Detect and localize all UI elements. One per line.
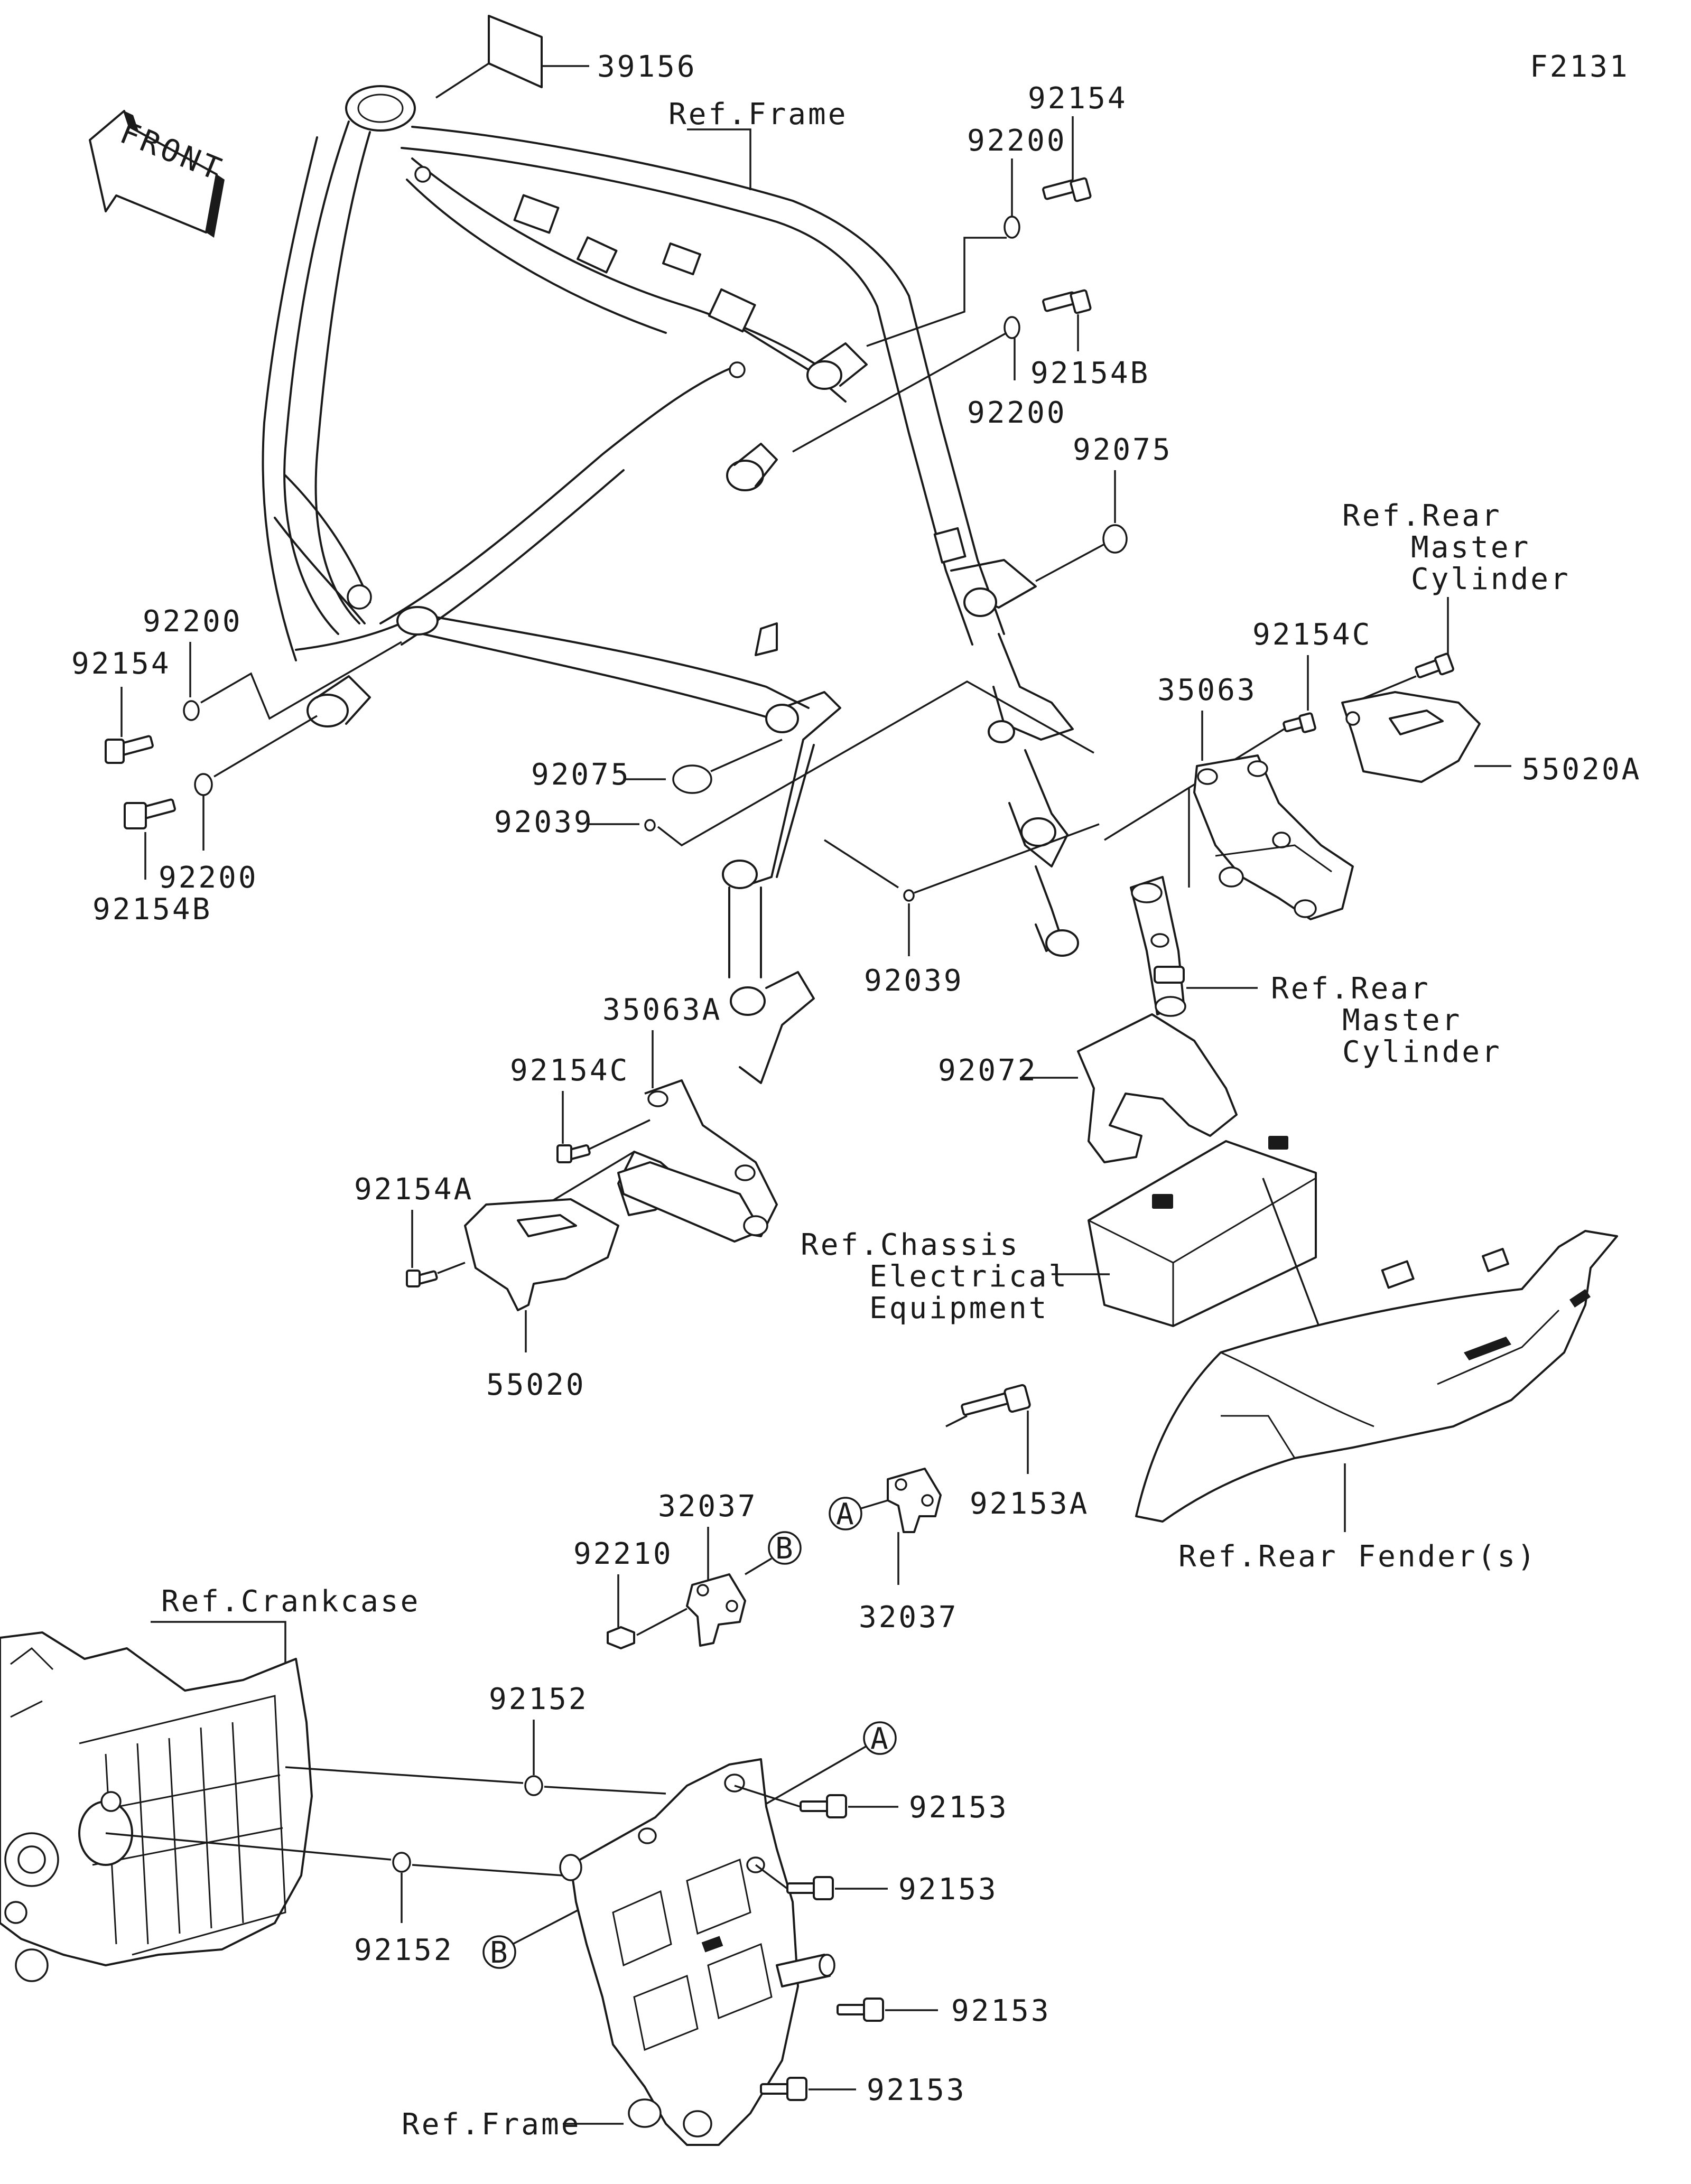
label-92153-2: 92153: [898, 1872, 998, 1907]
crankcase-drawing: [0, 1631, 313, 1982]
svg-text:A: A: [836, 1497, 856, 1532]
label-ref-chassis-3: Equipment: [869, 1291, 1048, 1326]
svg-text:B: B: [775, 1532, 795, 1566]
label-92153-1: 92153: [909, 1790, 1009, 1825]
label-92200-mid: 92200: [967, 396, 1067, 430]
label-92154B-top: 92154B: [1030, 356, 1150, 390]
label-ref-rear-master-top-2: Master: [1411, 530, 1530, 565]
figure-code: F2131: [1530, 50, 1630, 84]
label-35063A: 35063A: [602, 993, 722, 1027]
rear-fender: [1135, 1230, 1618, 1523]
label-92154B-left: 92154B: [92, 892, 212, 927]
nut-92210: [607, 1626, 635, 1649]
plate-55020: [464, 1198, 619, 1311]
label-ref-rear-master-top-1: Ref.Rear: [1342, 499, 1502, 533]
svg-text:A: A: [870, 1722, 890, 1756]
label-92039-mid: 92039: [864, 964, 964, 998]
label-ref-rear-master-bot-3: Cylinder: [1342, 1035, 1502, 1069]
label-92152-bot: 92152: [354, 1933, 454, 1967]
label-35063: 35063: [1157, 673, 1257, 707]
marker-A-top: A: [829, 1497, 862, 1532]
bolt-92154-top: [1042, 177, 1092, 202]
label-32037-top: 32037: [658, 1489, 758, 1524]
washer-92200-left-low: [194, 773, 213, 796]
label-32037-bot: 32037: [859, 1600, 959, 1635]
bolt-92154A: [406, 1270, 438, 1287]
label-ref-rear-master-top-3: Cylinder: [1411, 562, 1571, 596]
label-92154C-right: 92154C: [1252, 618, 1372, 652]
label-92075-right: 92075: [1073, 433, 1173, 467]
bolt-92153-4: [760, 2077, 807, 2101]
svg-text:39156: 39156: [597, 50, 697, 84]
label-92154A: 92154A: [354, 1172, 473, 1207]
label-92210: 92210: [573, 1537, 673, 1571]
bolt-92154C-left: [556, 1144, 591, 1163]
label-ref-chassis-1: Ref.Chassis: [801, 1228, 1020, 1262]
battery-strap-92072: [1077, 1013, 1238, 1163]
label-ref-rear-master-bot-2: Master: [1342, 1003, 1462, 1038]
bolt-92153-1: [800, 1794, 847, 1818]
bolt-92154-left: [105, 735, 154, 764]
label-92154-top: 92154: [1028, 81, 1128, 116]
label-92200-left-low: 92200: [159, 861, 258, 895]
marker-B-top: B: [768, 1531, 802, 1566]
label-92153-4: 92153: [867, 2073, 967, 2107]
label-92200-left: 92200: [143, 604, 243, 639]
front-arrow-icon: FRONT: [89, 110, 229, 238]
bracket-35063A: [617, 1079, 778, 1243]
label-92039-left: 92039: [494, 805, 594, 839]
svg-text:B: B: [490, 1936, 510, 1970]
bracket-32037-b: [686, 1573, 746, 1647]
label-55020: 55020: [486, 1368, 586, 1402]
label-92153-3: 92153: [951, 1994, 1051, 2028]
plate-55020A: [1341, 691, 1481, 783]
spacer-92152-top: [524, 1775, 543, 1796]
spacer-92152-bot: [392, 1852, 411, 1873]
bolt-92153-3: [837, 1998, 884, 2022]
washer-92200-mid: [1004, 316, 1020, 339]
marker-A-bot: A: [863, 1721, 897, 1756]
bolt-92154B-top: [1042, 289, 1092, 314]
label-92153A: 92153A: [970, 1487, 1089, 1521]
bolt-92154C-right: [1283, 712, 1316, 733]
label-ref-rear-master-bot-1: Ref.Rear: [1271, 972, 1430, 1006]
label-92075-left: 92075: [531, 758, 631, 792]
nut-92039-mid: [903, 889, 915, 902]
label-55020A: 55020A: [1522, 752, 1641, 787]
nut-92039-left: [644, 819, 656, 832]
battery: [1088, 1136, 1317, 1327]
washer-92200-left: [183, 700, 200, 721]
part-39156: 39156: [435, 15, 697, 99]
label-ref-frame-bot: Ref.Frame: [402, 2107, 581, 2142]
bracket-32037-a: [887, 1468, 942, 1533]
label-ref-rear-fender: Ref.Rear Fender(s): [1178, 1539, 1537, 1574]
marker-B-bot: B: [482, 1935, 516, 1970]
label-92072: 92072: [938, 1053, 1038, 1088]
washer-92200-top: [1004, 216, 1020, 239]
bracket-35063: [1193, 754, 1354, 920]
label-92154C-left: 92154C: [510, 1053, 629, 1088]
bolt-ref-rear-master-top: [1415, 652, 1454, 678]
bolt-92154B-left: [124, 798, 176, 829]
label-ref-chassis-2: Electrical: [869, 1259, 1069, 1294]
frame-bracket-bottom: [559, 1758, 835, 2146]
main-frame-drawing: [262, 85, 1079, 1084]
label-92154-left: 92154: [71, 647, 171, 681]
rear-master-cylinder: [1130, 876, 1186, 1017]
label-ref-frame-top: Ref.Frame: [668, 97, 848, 132]
label-92152-top: 92152: [489, 1682, 589, 1716]
bolt-92153-2: [786, 1876, 834, 1900]
label-92200-top: 92200: [967, 124, 1067, 158]
bolt-92153A: [961, 1384, 1031, 1416]
washer-92075-right: [1102, 524, 1128, 554]
washer-92075-left: [672, 764, 712, 794]
label-ref-crankcase: Ref.Crankcase: [161, 1584, 420, 1619]
